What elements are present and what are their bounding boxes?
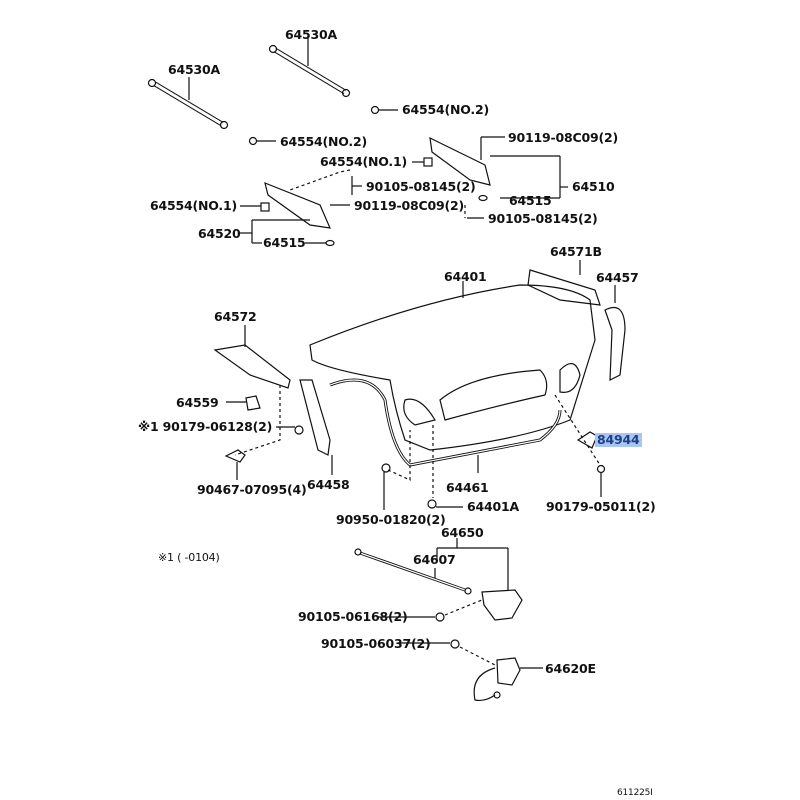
luggage-door-outline [309,284,596,451]
part-label-part-64572[interactable]: 64572 [214,309,257,324]
part-label-strut-left[interactable]: 64530A [168,62,220,77]
part-label-part-84944[interactable]: 84944 [595,432,642,447]
part-label-part-64458[interactable]: 64458 [307,477,350,492]
part-label-bushing-right[interactable]: 64515 [509,193,552,208]
part-label-cushion-no2-left[interactable]: 64554(NO.2) [280,134,367,149]
part-label-cushion-no2-right[interactable]: 64554(NO.2) [402,102,489,117]
part-label-bolt-90105-lower[interactable]: 90105-08145(2) [488,211,598,226]
part-label-hinge-left[interactable]: 64520 [198,226,241,241]
part-label-bolt-90105-06168[interactable]: 90105-06168(2) [298,609,408,624]
part-label-opener-motor[interactable]: 64620E [545,661,596,676]
part-label-bushing-left[interactable]: 64515 [263,235,306,250]
part-label-nut-90179-05011[interactable]: 90179-05011(2) [546,499,656,514]
part-label-strut-right[interactable]: 64530A [285,27,337,42]
part-label-clip-90179-06128[interactable]: ※1 90179-06128(2) [138,419,273,434]
part-label-lock-assy[interactable]: 64650 [441,525,484,540]
part-label-part-64571b[interactable]: 64571B [550,244,602,259]
part-label-clip-90467[interactable]: 90467-07095(4) [197,482,307,497]
part-label-bolt-90119-right[interactable]: 90119-08C09(2) [508,130,618,145]
part-label-luggage-door[interactable]: 64401 [444,269,487,284]
part-label-part-64401a[interactable]: 64401A [467,499,519,514]
part-label-part-90950[interactable]: 90950-01820(2) [336,512,446,527]
part-label-footnote: ※1 ( -0104) [158,551,220,564]
part-label-hinge-right[interactable]: 64510 [572,179,615,194]
part-label-figure-code: 611225I [617,788,653,798]
gas-strut-left [147,77,229,130]
part-label-cushion-no1-right[interactable]: 64554(NO.1) [320,154,407,169]
part-label-cushion-no1-left[interactable]: 64554(NO.1) [150,198,237,213]
part-label-bolt-90105-upper[interactable]: 90105-08145(2) [366,179,476,194]
part-label-part-64457[interactable]: 64457 [596,270,639,285]
part-label-weatherstrip[interactable]: 64461 [446,480,489,495]
part-label-cable-64607[interactable]: 64607 [413,552,456,567]
part-label-bolt-90105-06037[interactable]: 90105-06037(2) [321,636,431,651]
part-label-bolt-90119-left[interactable]: 90119-08C09(2) [354,198,464,213]
part-label-part-64559[interactable]: 64559 [176,395,219,410]
gas-strut-right [268,38,351,98]
